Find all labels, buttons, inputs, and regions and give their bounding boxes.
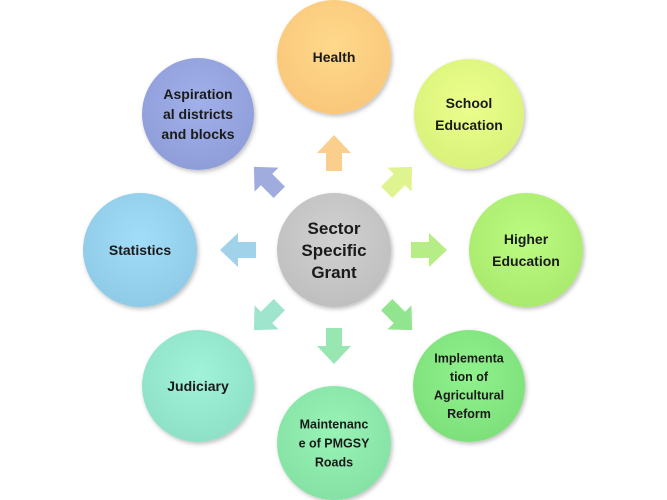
node-agricultural-reform-label-line-3: Agricultural	[434, 389, 504, 403]
arrow-to-school-education	[381, 166, 413, 198]
arrow-to-health	[317, 135, 351, 171]
node-school-education-circle	[414, 59, 524, 169]
node-health-circle	[277, 0, 391, 114]
node-agricultural-reform-label-line-2: tion of	[450, 370, 489, 384]
node-aspirational-districts-label-line-3: and blocks	[161, 126, 234, 142]
node-pmgsy-roads: Maintenanc e of PMGSY Roads	[277, 386, 391, 500]
arrow-to-judiciary	[253, 299, 285, 331]
node-judiciary-label-line-1: Judiciary	[167, 378, 229, 394]
node-pmgsy-roads-label-line-3: Roads	[315, 455, 353, 469]
node-agricultural-reform-label-line-4: Reform	[447, 407, 491, 421]
arrow-to-aspirational-districts	[253, 166, 285, 198]
center-label-line-3: Grant	[311, 263, 357, 282]
node-higher-education-circle	[469, 193, 583, 307]
node-statistics-circle	[83, 193, 197, 307]
nodes-layer: HealthSchoolEducationHigherEducationImpl…	[83, 0, 583, 500]
node-higher-education-label-line-1: Higher	[504, 231, 549, 247]
node-judiciary-circle	[142, 330, 254, 442]
arrow-to-statistics	[220, 233, 256, 267]
node-pmgsy-roads-label-line-2: e of PMGSY	[299, 436, 371, 450]
node-aspirational-districts-label-line-1: Aspiration	[163, 86, 232, 102]
node-health: Health	[277, 0, 391, 114]
node-statistics-label-line-1: Statistics	[109, 242, 171, 258]
node-school-education-label-line-1: School	[446, 95, 493, 111]
node-health-label-line-1: Health	[313, 49, 356, 65]
node-school-education-label-line-2: Education	[435, 117, 503, 133]
node-aspirational-districts-label-line-2: al districts	[163, 106, 233, 122]
arrow-to-pmgsy-roads	[317, 328, 351, 364]
node-higher-education-label-line-2: Education	[492, 253, 560, 269]
node-agricultural-reform-label-line-1: Implementa	[434, 352, 505, 366]
arrow-to-agricultural-reform	[381, 299, 413, 331]
arrows-layer	[220, 135, 447, 364]
node-agricultural-reform-circle	[413, 330, 525, 442]
center-circle	[277, 193, 391, 307]
node-aspirational-districts: Aspiration al districts and blocks	[142, 58, 254, 170]
arrow-to-higher-education	[411, 233, 447, 267]
node-aspirational-districts-circle	[142, 58, 254, 170]
node-pmgsy-roads-circle	[277, 386, 391, 500]
center-label-line-2: Specific	[301, 241, 366, 260]
node-judiciary: Judiciary	[142, 330, 254, 442]
node-statistics: Statistics	[83, 193, 197, 307]
center-label-line-1: Sector	[308, 219, 361, 238]
node-pmgsy-roads-label-line-1: Maintenanc	[300, 417, 369, 431]
